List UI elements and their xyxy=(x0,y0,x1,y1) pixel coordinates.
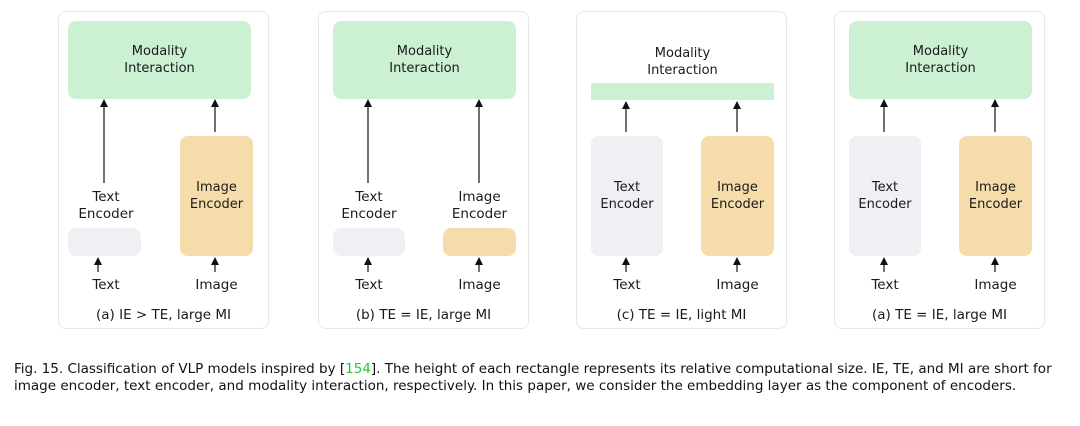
text-encoder-box: Text Encoder xyxy=(849,136,921,256)
figure-caption: Fig. 15. Classification of VLP models in… xyxy=(14,361,1066,395)
text-input-label: Text xyxy=(355,277,383,293)
modality-interaction-box xyxy=(591,83,774,100)
modality-interaction-label: Modality Interaction xyxy=(124,44,195,76)
image-encoder-box: Image Encoder xyxy=(959,136,1032,256)
citation-link[interactable]: 154 xyxy=(345,361,371,377)
panel-a: Modality Interaction Text Encoder Image … xyxy=(58,11,269,329)
modality-interaction-box: Modality Interaction xyxy=(333,21,516,99)
image-input-label: Image xyxy=(458,277,501,293)
image-encoder-box: Image Encoder xyxy=(180,136,253,256)
modality-interaction-label: Modality Interaction xyxy=(905,44,976,76)
text-input-label: Text xyxy=(613,277,641,293)
image-input-label: Image xyxy=(195,277,238,293)
text-input-label: Text xyxy=(871,277,899,293)
image-encoder-label: Image Encoder xyxy=(451,189,508,222)
text-encoder-box: Text Encoder xyxy=(591,136,663,256)
image-encoder-label: Image Encoder xyxy=(968,180,1023,212)
panel-caption: (c) TE = IE, light MI xyxy=(616,307,747,323)
text-encoder-box xyxy=(333,228,405,256)
image-encoder-label: Image Encoder xyxy=(189,180,244,212)
panel-b: Modality Interaction Text Encoder Image … xyxy=(318,11,529,329)
text-encoder-label: Text Encoder xyxy=(78,189,134,222)
text-encoder-label: Text Encoder xyxy=(600,180,654,212)
caption-suffix: ]. The height of each rectangle represen… xyxy=(14,361,1052,394)
text-encoder-box xyxy=(68,228,141,256)
text-encoder-label: Text Encoder xyxy=(858,180,912,212)
panel-caption: (b) TE = IE, large MI xyxy=(355,307,492,323)
modality-interaction-box: Modality Interaction xyxy=(68,21,251,99)
text-input-label: Text xyxy=(92,277,120,293)
image-input-label: Image xyxy=(716,277,759,293)
image-encoder-label: Image Encoder xyxy=(710,180,765,212)
panel-caption: (a) IE > TE, large MI xyxy=(96,307,231,323)
panel-caption: (a) TE = IE, large MI xyxy=(872,307,1007,323)
image-encoder-box xyxy=(443,228,516,256)
text-encoder-label: Text Encoder xyxy=(341,189,397,222)
image-encoder-box: Image Encoder xyxy=(701,136,774,256)
modality-interaction-label: Modality Interaction xyxy=(647,46,718,78)
modality-interaction-label: Modality Interaction xyxy=(389,44,460,76)
caption-prefix: Fig. 15. Classification of VLP models in… xyxy=(14,361,346,377)
modality-interaction-box: Modality Interaction xyxy=(849,21,1032,99)
panel-d: Modality Interaction Text Encoder Image … xyxy=(834,11,1045,329)
panel-c: Modality Interaction Text Encoder Image … xyxy=(576,11,787,329)
image-input-label: Image xyxy=(974,277,1017,293)
